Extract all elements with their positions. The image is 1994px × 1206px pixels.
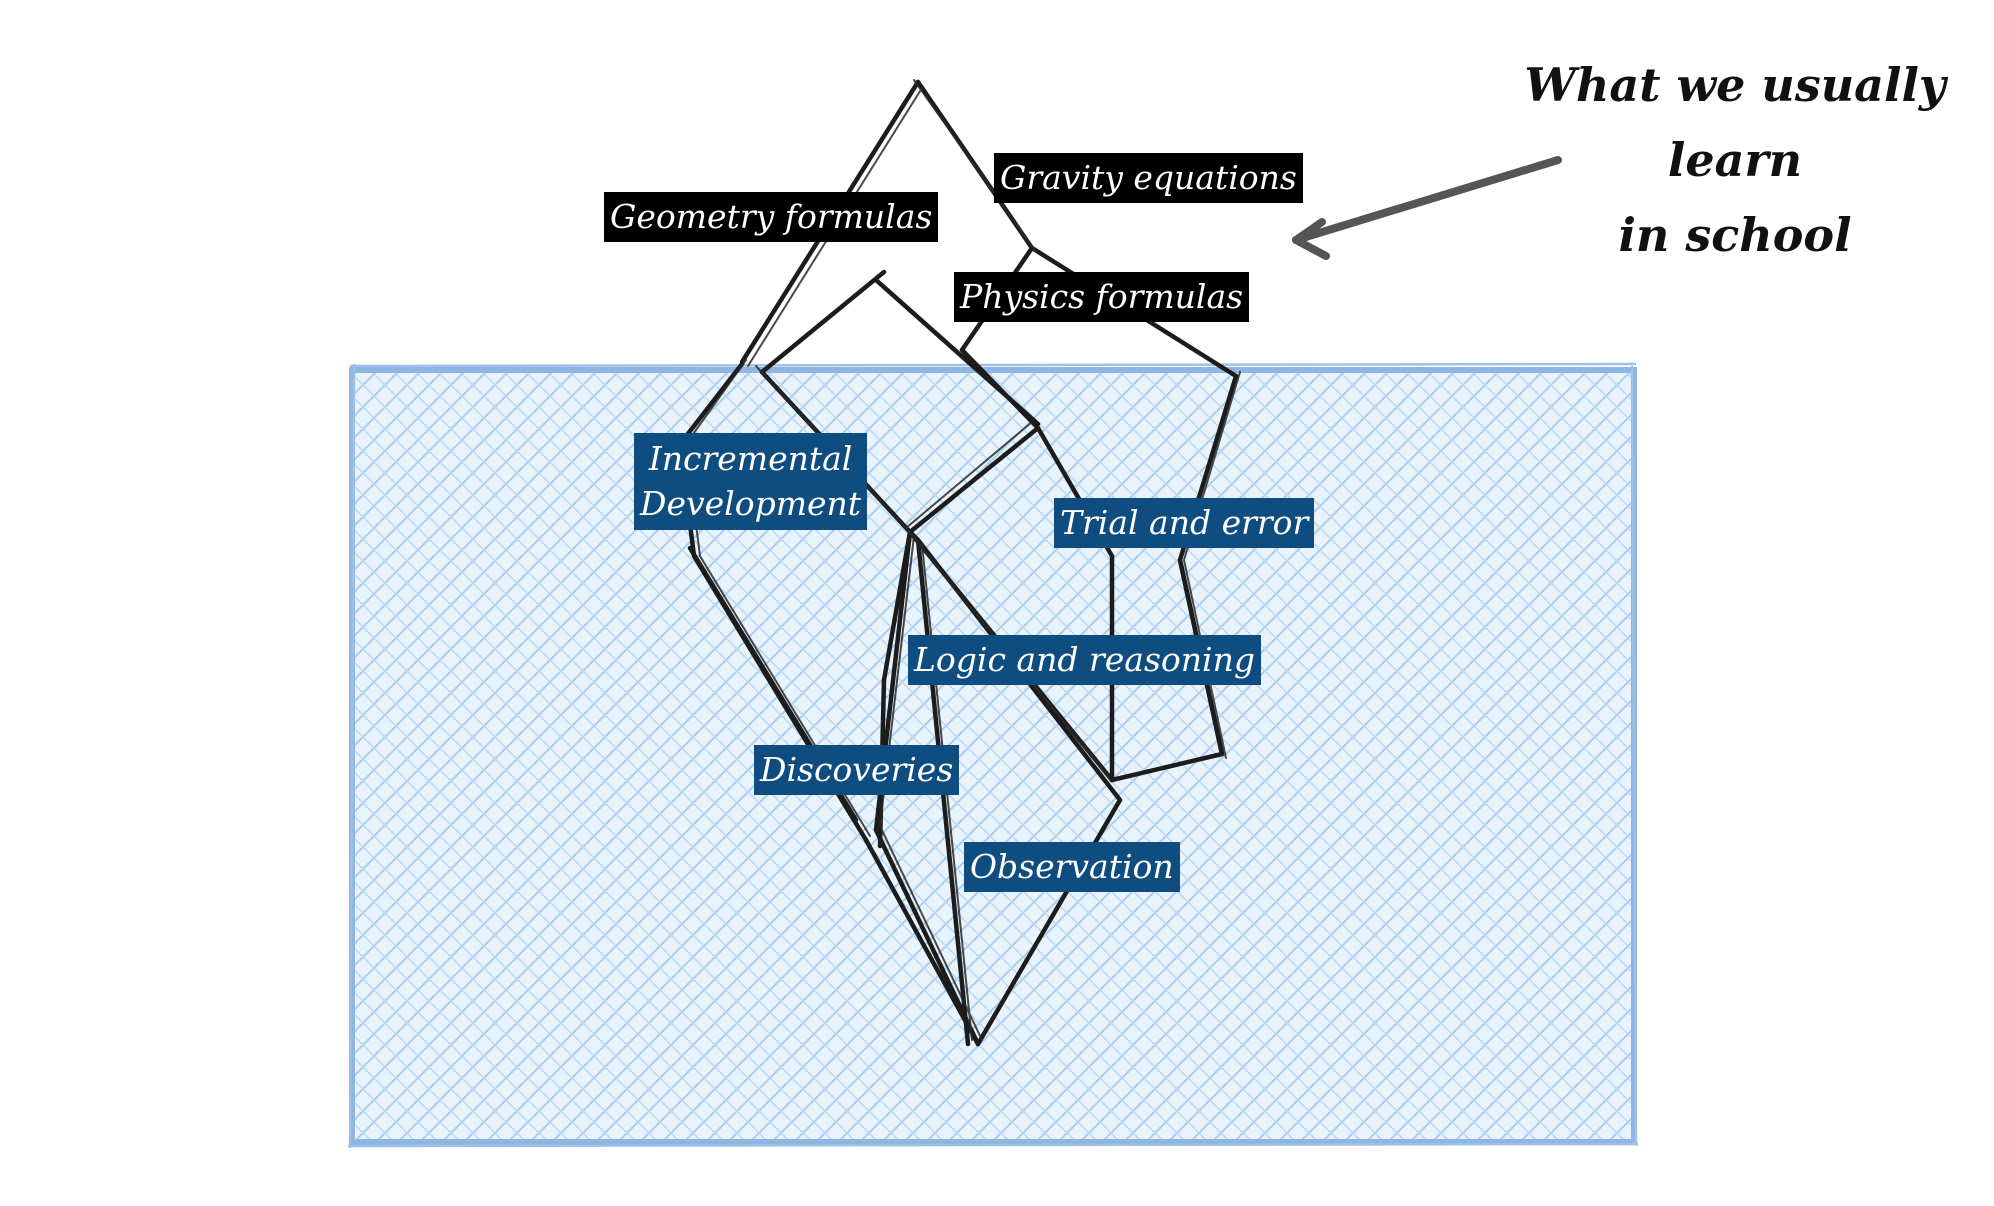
annotation-line2: in school bbox=[1618, 208, 1852, 262]
label-incremental-development-line2: Development bbox=[640, 483, 862, 523]
label-observation: Observation bbox=[964, 842, 1180, 893]
water-area bbox=[347, 362, 1639, 1149]
label-physics-formulas: Physics formulas bbox=[954, 272, 1250, 323]
arrow-icon bbox=[1292, 156, 1562, 260]
annotation-line1: What we usually learn bbox=[1524, 58, 1946, 187]
water-border-sketch bbox=[347, 362, 1639, 1149]
label-geometry-formulas: Geometry formulas bbox=[604, 192, 939, 243]
label-logic-and-reasoning: Logic and reasoning bbox=[908, 635, 1261, 686]
annotation-text: What we usually learn in school bbox=[1495, 48, 1975, 273]
label-gravity-equations: Gravity equations bbox=[994, 153, 1303, 204]
water-hatching bbox=[352, 370, 1634, 1142]
label-incremental-development-line1: Incremental bbox=[648, 439, 853, 478]
label-trial-and-error: Trial and error bbox=[1054, 498, 1315, 549]
label-discoveries: Discoveries bbox=[754, 745, 960, 796]
label-incremental-development: Incremental Development bbox=[634, 433, 868, 531]
